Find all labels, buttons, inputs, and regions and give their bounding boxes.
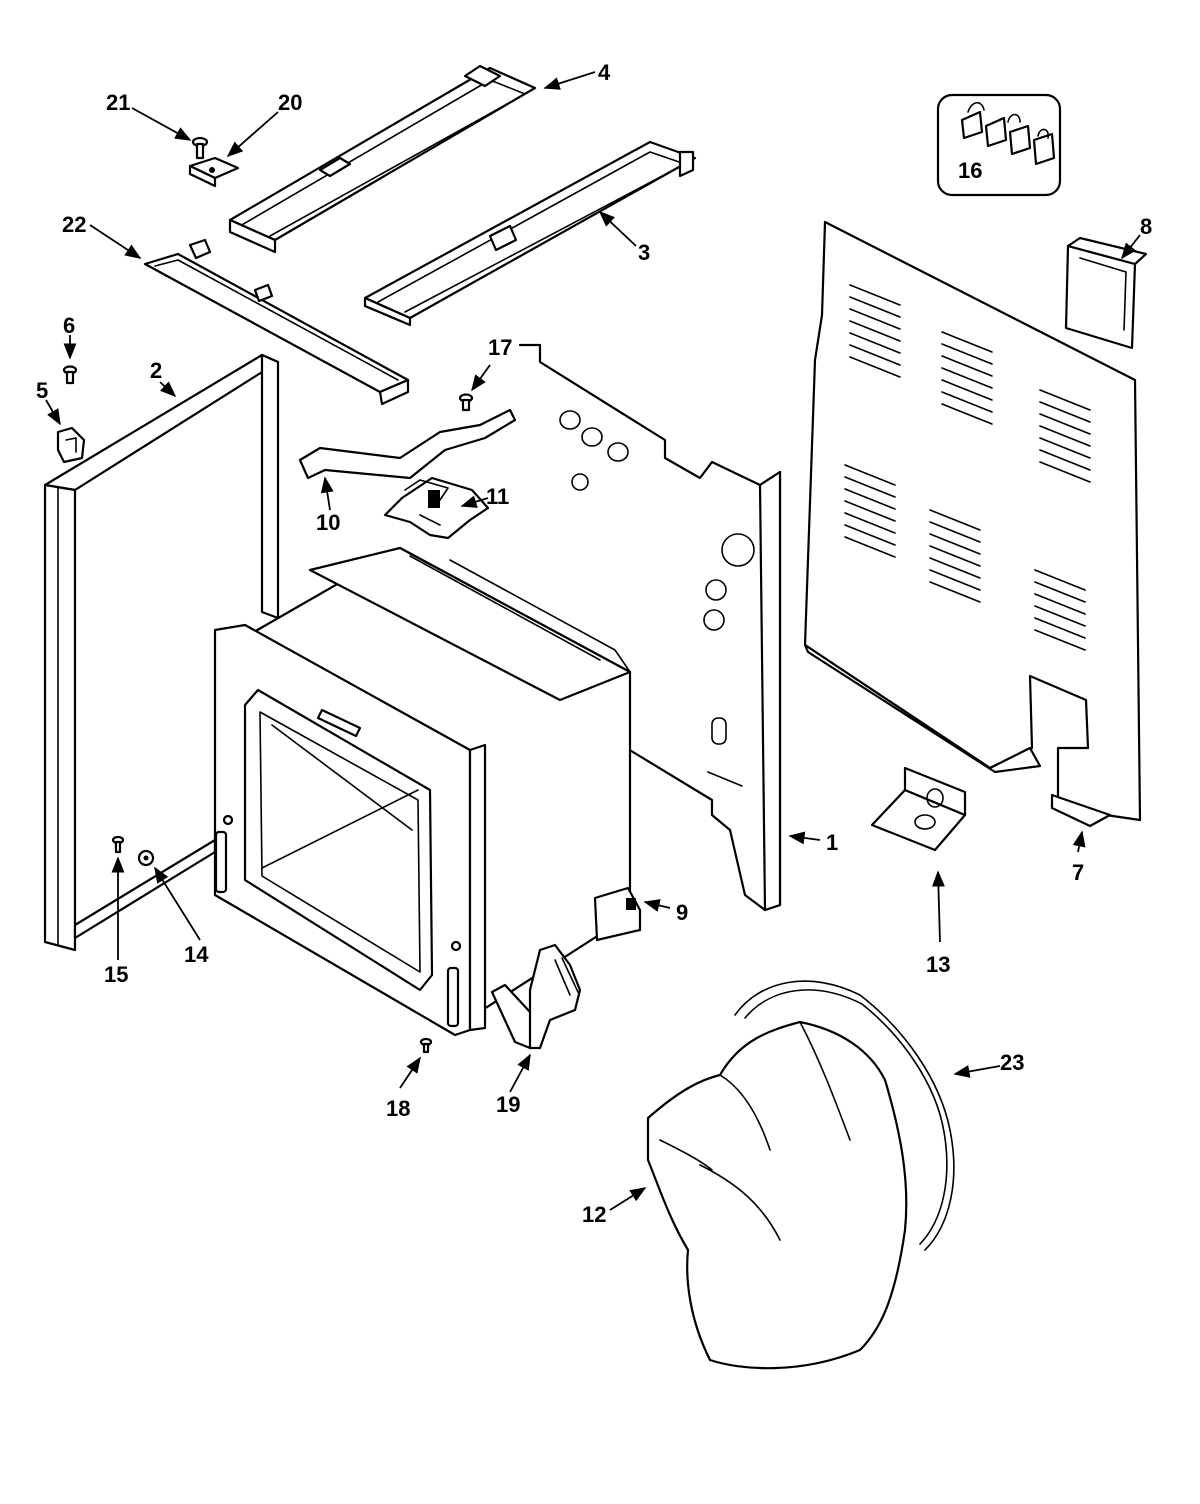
part-18-screw xyxy=(419,1037,433,1054)
part-20-switch xyxy=(188,156,240,188)
part-17-screw xyxy=(458,393,474,412)
callout-4: 4 xyxy=(598,60,611,85)
part-22-strip xyxy=(143,238,410,406)
part-3-rail xyxy=(363,140,697,327)
part-10-bracket xyxy=(298,408,517,480)
callout-1: 1 xyxy=(826,830,838,855)
part-11-latch xyxy=(383,476,490,540)
callout-12: 12 xyxy=(582,1202,606,1227)
part-12-insulation xyxy=(646,1020,908,1370)
part-19-hinge xyxy=(490,943,582,1050)
part-15-screw xyxy=(111,835,125,854)
callout-2: 2 xyxy=(150,358,162,383)
callout-8: 8 xyxy=(1140,214,1152,239)
callout-labels: 1 2 3 4 5 6 7 8 9 10 11 12 13 14 15 16 1… xyxy=(36,60,1152,1227)
callout-22: 22 xyxy=(62,212,86,237)
part-16-inset xyxy=(936,93,1062,197)
callout-16: 16 xyxy=(958,158,982,183)
callout-6: 6 xyxy=(63,313,75,338)
callout-9: 9 xyxy=(676,900,688,925)
callout-20: 20 xyxy=(278,90,302,115)
part-13-bracket xyxy=(870,766,967,852)
callout-13: 13 xyxy=(926,952,950,977)
part-4-top-rail xyxy=(228,64,537,254)
leader-lines xyxy=(45,71,1141,1211)
callout-14: 14 xyxy=(184,942,209,967)
callout-17: 17 xyxy=(488,335,512,360)
callout-21: 21 xyxy=(106,90,130,115)
callout-15: 15 xyxy=(104,962,128,987)
callout-7: 7 xyxy=(1072,860,1084,885)
part-5-clip xyxy=(56,426,86,464)
callout-10: 10 xyxy=(316,510,340,535)
cavity-front-frame xyxy=(213,623,487,1037)
callout-11: 11 xyxy=(486,484,509,509)
part-2-front-frame xyxy=(43,353,280,952)
part-1-side-panel xyxy=(518,343,782,912)
part-7-back-panel xyxy=(803,220,1142,828)
part-14-grommet xyxy=(137,849,155,867)
callout-23: 23 xyxy=(1000,1050,1024,1075)
callout-5: 5 xyxy=(36,378,48,403)
part-8-bracket xyxy=(1064,236,1148,350)
callout-18: 18 xyxy=(386,1096,410,1121)
callout-3: 3 xyxy=(638,240,650,265)
part-6-screw xyxy=(62,365,78,385)
part-23-gasket xyxy=(734,980,955,1251)
callout-19: 19 xyxy=(496,1092,520,1117)
part-9-bracket xyxy=(593,886,642,942)
part-21-screw xyxy=(191,136,209,160)
